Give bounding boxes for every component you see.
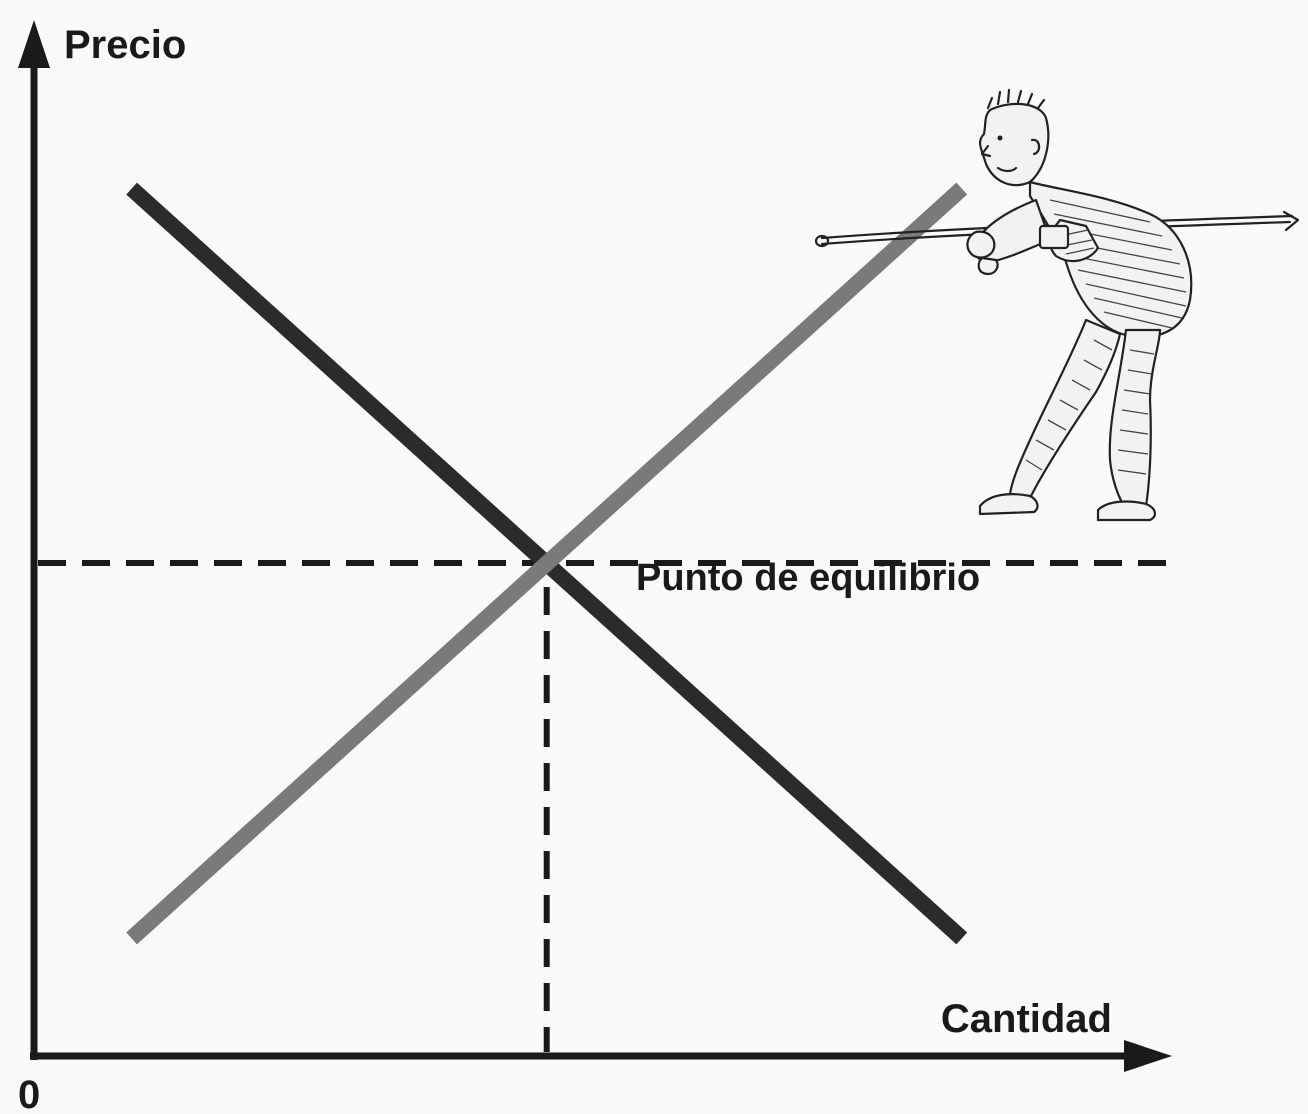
y-axis-label: Precio [64,23,186,67]
x-axis-arrow-icon [1124,1040,1172,1072]
supply-line [126,182,968,945]
y-axis-arrow-icon [18,20,50,68]
x-axis-label: Cantidad [941,997,1112,1041]
man-pulling-rope-illustration [814,88,1300,522]
origin-label: 0 [18,1073,40,1114]
equilibrium-label: Punto de equilibrio [636,557,980,599]
series-layer [126,182,968,945]
